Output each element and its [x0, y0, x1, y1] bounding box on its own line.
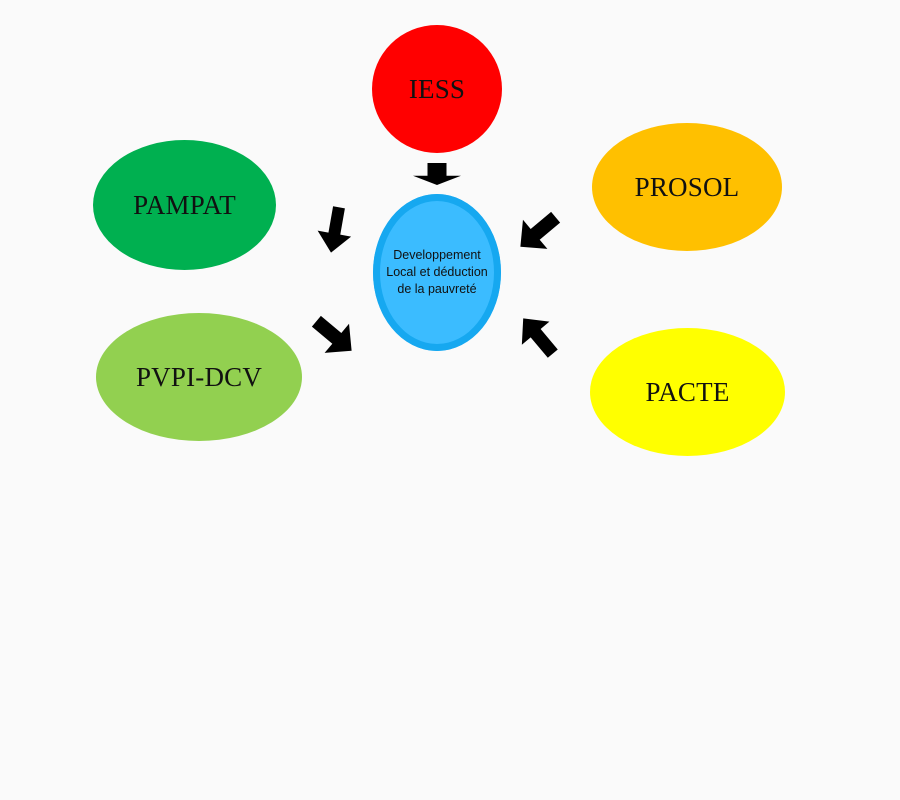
node-prosol: PROSOL: [592, 123, 782, 251]
arrow-pvpi: [311, 315, 352, 353]
arrow-pampat: [317, 206, 352, 253]
node-pampat-label: PAMPAT: [133, 189, 236, 220]
center-node-label: Developpement Local et déduction de la p…: [386, 248, 488, 296]
node-pacte-label: PACTE: [645, 376, 730, 407]
center-node: Developpement Local et déduction de la p…: [373, 194, 501, 351]
node-pvpi-dcv-label: PVPI-DCV: [135, 361, 263, 392]
node-prosol-label: PROSOL: [634, 171, 740, 202]
node-iess-label: IESS: [408, 73, 466, 104]
node-pampat: PAMPAT: [93, 140, 276, 270]
arrow-iess: [413, 163, 461, 185]
node-iess: IESS: [372, 25, 502, 153]
arrow-prosol: [520, 211, 561, 249]
node-pacte: PACTE: [590, 328, 785, 456]
node-pvpi-dcv: PVPI-DCV: [96, 313, 302, 441]
arrow-pacte: [521, 318, 558, 358]
